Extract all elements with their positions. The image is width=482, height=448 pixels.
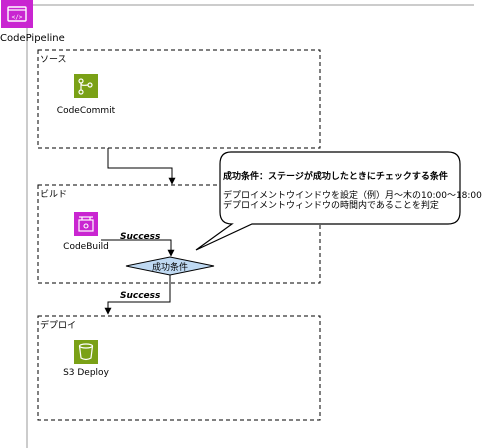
callout-line-2: デプロイメントウィンドウの時間内であることを判定: [223, 201, 439, 211]
codecommit-icon[interactable]: [74, 74, 98, 98]
edge-condition-to-deploy: [104, 275, 171, 315]
condition-label: 成功条件: [151, 263, 188, 273]
codecommit-label: CodeCommit: [56, 106, 116, 116]
stage-build-label: ビルド: [40, 190, 68, 200]
stage-build-box: [37, 184, 321, 284]
codebuild-icon[interactable]: [74, 212, 98, 236]
pipeline-title: CodePipeline: [0, 33, 65, 44]
edge-label-success-build: Success: [120, 232, 161, 242]
s3-bucket-icon[interactable]: [74, 340, 98, 364]
pipeline-frame: [26, 4, 474, 448]
stage-source-label: ソース: [40, 55, 67, 65]
callout-line-1: デプロイメントウインドウを設定（例）月～木の10:00～18:00: [223, 191, 482, 201]
stage-source-box: [37, 49, 321, 149]
condition-diamond[interactable]: [125, 256, 215, 276]
callout-title: 成功条件：ステージが成功したときにチェックする条件: [223, 172, 448, 182]
stage-deploy-box: [37, 315, 321, 421]
edge-build-to-condition: [101, 239, 175, 257]
s3-deploy-label: S3 Deploy: [63, 368, 109, 378]
edge-label-success-condition: Success: [120, 291, 161, 301]
codepipeline-icon[interactable]: </>: [1, 0, 33, 28]
svg-text:</>: </>: [12, 14, 23, 21]
codebuild-label: CodeBuild: [63, 242, 109, 252]
stage-deploy-label: デプロイ: [40, 321, 77, 331]
callout-bubble: [195, 151, 461, 251]
edge-source-to-build: [107, 148, 176, 185]
